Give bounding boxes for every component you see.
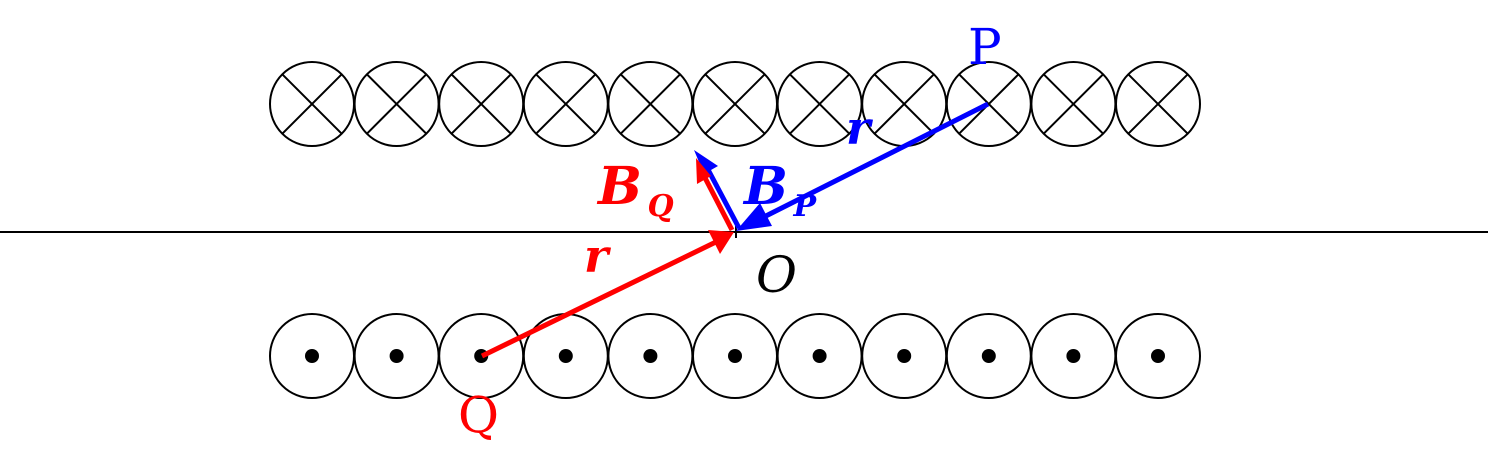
cross-stroke [450,73,512,135]
cross-stroke [704,73,766,135]
wire-into-page [1030,61,1117,147]
cross-stroke [1042,73,1104,135]
vector-b-p-arrowhead [694,150,718,174]
wire-dot [897,349,912,363]
wire-out-of-page [1115,313,1201,399]
wire-into-page [692,61,778,147]
wire-out-of-page [945,313,1032,399]
wire-into-page [269,61,355,147]
wire-into-page [607,61,694,147]
label-q: Q [458,386,499,444]
wire-dot [305,349,319,363]
wire-out-of-page [607,313,694,399]
cross-stroke [535,73,597,135]
cross-stroke [619,73,681,135]
wire-dot [1066,349,1081,363]
wire-into-page [353,61,440,147]
wire-out-of-page [1030,313,1117,399]
wire-dot [643,349,658,363]
label-b-p-main: B [742,156,788,217]
wire-circle [1115,61,1201,147]
wire-dot [389,349,404,363]
cross-stroke [1127,73,1189,135]
wire-out-of-page [522,313,609,399]
bottom-wire-row [269,313,1201,399]
wire-into-page [438,61,525,147]
top-wire-row [269,61,1201,147]
label-r-red: r [584,229,612,283]
vector-r-red [480,230,734,359]
wire-dot [728,349,742,363]
wire-out-of-page [861,313,948,399]
vector-r-blue-arrowhead [736,203,772,231]
cross-stroke [366,73,428,135]
label-p: P [968,18,1002,76]
vector-r-red-arrowhead [708,230,734,254]
label-b-p-sub: P [793,189,818,224]
label-b-p: B P [742,156,818,224]
wire-out-of-page [353,313,440,399]
wire-dot [1151,349,1165,363]
label-b-q: B Q [596,156,674,224]
label-b-q-sub: Q [648,189,674,224]
vector-b-q-arrowhead [696,158,711,184]
wire-dot [981,349,996,363]
wire-dot [558,349,573,363]
cross-stroke [958,73,1020,135]
vector-b-q [696,158,735,232]
cross-stroke [873,73,935,135]
label-r-blue: r [846,101,874,155]
wire-into-page [1115,61,1201,147]
wire-circle [1115,313,1201,399]
vector-r-blue [736,101,990,231]
wire-into-page [522,61,609,147]
wire-out-of-page [269,313,355,399]
cross-stroke [789,73,851,135]
label-origin: O [756,246,797,304]
wire-out-of-page [776,313,863,399]
label-b-q-main: B [596,156,642,217]
wire-out-of-page [692,313,778,399]
cross-stroke [281,73,343,135]
wire-dot [812,349,827,363]
vector-b-p [694,150,742,230]
